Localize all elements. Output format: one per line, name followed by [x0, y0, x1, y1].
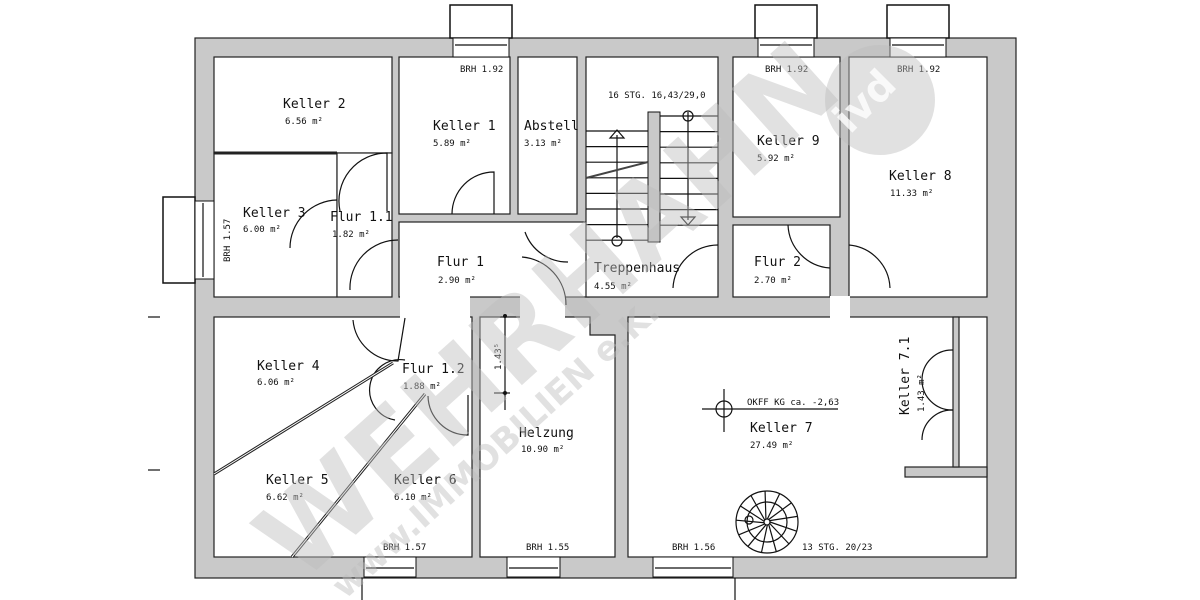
brh-keller-1: BRH 1.92 [460, 65, 503, 75]
area-keller-3: 6.00 m² [243, 225, 281, 235]
window-left [162, 196, 215, 284]
spiral-tread [766, 493, 781, 520]
area-keller-6: 6.10 m² [394, 493, 432, 503]
spiral-tread [768, 524, 777, 552]
room-keller-2 [213, 56, 393, 154]
room-keller-9 [732, 56, 841, 218]
spiral-tread [740, 505, 765, 522]
area-abstell: 3.13 m² [524, 139, 562, 149]
brh-keller-6: BRH 1.57 [383, 543, 426, 553]
area-keller-8: 11.33 m² [890, 189, 933, 199]
brh-keller-9: BRH 1.92 [765, 65, 808, 75]
room-abstell [517, 56, 578, 215]
doors [289, 152, 954, 441]
spiral-tread [768, 502, 792, 521]
area-treppenhaus: 4.55 m² [594, 282, 632, 292]
area-keller-1: 5.89 m² [433, 139, 471, 149]
opening [400, 296, 470, 318]
opening [830, 296, 850, 318]
room-keller-1 [398, 56, 511, 215]
label-keller-2: Keller 2 [283, 97, 346, 112]
main-staircase [585, 110, 718, 247]
label-flur-1-2: Flur 1.2 [402, 362, 465, 377]
label-helzung: Helzung [519, 426, 574, 441]
spiral-tread [769, 515, 798, 522]
area-flur-2: 2.70 m² [754, 276, 792, 286]
room-flur-2 [732, 224, 831, 298]
dimension-label: 1.43⁵ [494, 343, 504, 370]
room-flur-1-1 [336, 152, 393, 298]
room-keller-4-5-6 [213, 316, 473, 558]
spiral-tread [760, 524, 768, 553]
brh-keller-7: BRH 1.56 [672, 543, 715, 553]
spiral-stairs-info: 13 STG. 20/23 [802, 543, 872, 553]
spiral-tread [750, 495, 766, 521]
brh-keller-8: BRH 1.92 [897, 65, 940, 75]
area-flur-1-1: 1.82 m² [332, 230, 370, 240]
spiral-tread [769, 522, 790, 545]
window-top-1 [449, 4, 513, 58]
window-bottom-2 [506, 556, 561, 578]
label-keller-6: Keller 6 [394, 473, 457, 488]
label-flur-1-1: Flur 1.1 [330, 210, 393, 225]
room-helzung [479, 316, 616, 558]
spiral-tread [747, 524, 767, 547]
label-flur-2: Flur 2 [754, 255, 801, 270]
spiral-tread [735, 519, 765, 524]
area-keller-7-1: 1.43 m² [917, 374, 927, 412]
room-flur-1 [398, 221, 590, 298]
spiral-tread [738, 523, 765, 536]
label-flur-1: Flur 1 [437, 255, 484, 270]
label-keller-7-1: Keller 7.1 [898, 337, 913, 415]
spiral-staircase [735, 490, 799, 554]
label-keller-9: Keller 9 [757, 134, 820, 149]
brh-helzung: BRH 1.55 [526, 543, 569, 553]
label-keller-5: Keller 5 [266, 473, 329, 488]
area-keller-4: 6.06 m² [257, 378, 295, 388]
window-bottom-3 [652, 556, 734, 578]
opening [520, 296, 565, 318]
label-keller-1: Keller 1 [433, 119, 496, 134]
label-keller-7: Keller 7 [750, 421, 813, 436]
label-treppenhaus: Treppenhaus [594, 261, 680, 276]
area-flur-1: 2.90 m² [438, 276, 476, 286]
label-abstell: Abstell [524, 119, 579, 134]
window-top-2 [754, 4, 818, 58]
brh-keller-3: BRH 1.57 [223, 219, 233, 262]
area-helzung: 10.90 m² [521, 445, 564, 455]
area-keller-7: 27.49 m² [750, 441, 793, 451]
area-keller-9: 5.92 m² [757, 154, 795, 164]
wall-keller-7-1-side [952, 316, 960, 468]
area-keller-5: 6.62 m² [266, 493, 304, 503]
stairs-info: 16 STG. 16,43/29,0 [608, 91, 706, 101]
wall-keller-7-1 [904, 466, 988, 478]
room-keller-7 [627, 316, 988, 558]
window-top-3 [886, 4, 950, 58]
area-keller-2: 6.56 m² [285, 117, 323, 127]
spiral-tread [764, 491, 767, 520]
label-keller-8: Keller 8 [889, 169, 952, 184]
window-bottom-1 [363, 556, 417, 578]
dimension-line [494, 314, 510, 410]
ivd-logo-icon [825, 45, 935, 155]
label-keller-3: Keller 3 [243, 206, 306, 221]
label-keller-4: Keller 4 [257, 359, 320, 374]
floor-level: OKFF KG ca. -2,63 [747, 398, 839, 408]
room-keller-8 [848, 56, 988, 298]
area-flur-1-2: 1.88 m² [403, 382, 441, 392]
level-marker [702, 389, 838, 432]
spiral-tread [769, 521, 797, 532]
